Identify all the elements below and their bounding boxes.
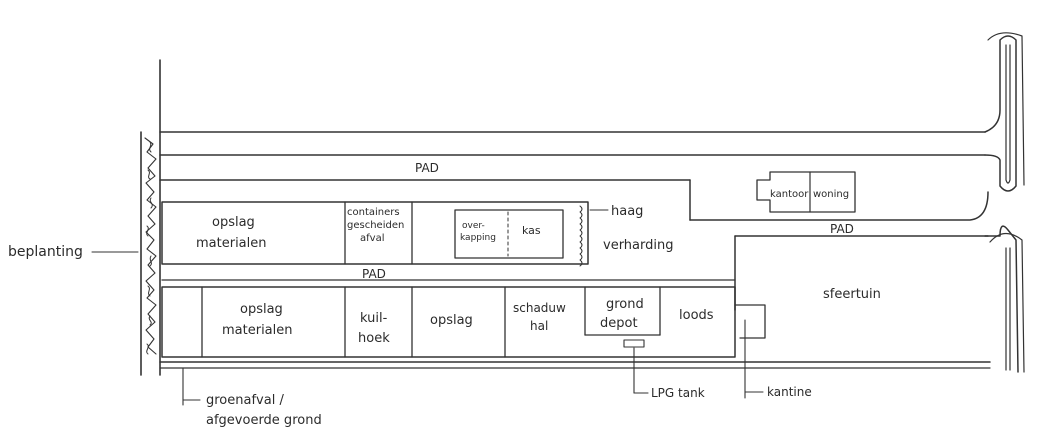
label-kuilhoek-2: hoek: [358, 331, 390, 346]
path-outlines: [159, 131, 991, 369]
label-groenafval-2: afgevoerde grond: [206, 413, 322, 428]
upper-block: [161, 201, 736, 281]
label-kantine: kantine: [767, 385, 812, 399]
planting-strip: [140, 59, 161, 376]
label-opslag-materialen-upper-1: opslag: [212, 215, 255, 230]
label-gronddepot-1: grond: [606, 297, 644, 312]
label-opslag-materialen-lower-2: materialen: [222, 323, 293, 338]
label-containers-2: gescheiden: [347, 220, 404, 231]
kantoor-woning-building: [756, 171, 856, 213]
label-overkapping-1: over-: [462, 221, 485, 231]
label-loods: loods: [679, 308, 714, 323]
label-pad-top: PAD: [415, 161, 439, 175]
label-gronddepot-2: depot: [600, 316, 638, 331]
label-overkapping-2: kapping: [460, 233, 496, 243]
label-groenafval-1: groenafval /: [206, 393, 284, 408]
label-opslag-materialen-lower-1: opslag: [240, 302, 283, 317]
label-sfeertuin: sfeertuin: [823, 287, 881, 302]
label-haag: haag: [611, 204, 643, 219]
labels: beplanting PAD PAD PAD opslag materialen…: [8, 161, 881, 428]
label-beplanting: beplanting: [8, 244, 83, 260]
label-kantoor: kantoor: [770, 189, 809, 200]
label-pad-middle: PAD: [362, 267, 386, 281]
label-verharding: verharding: [603, 238, 673, 253]
access-road: [984, 32, 1025, 373]
label-schaduwhal-1: schaduw: [513, 301, 566, 315]
label-containers-3: afval: [360, 233, 384, 244]
label-pad-right: PAD: [830, 222, 854, 236]
label-lpg-tank: LPG tank: [651, 386, 705, 400]
label-woning: woning: [813, 189, 849, 200]
label-kuilhoek-1: kuil-: [360, 311, 388, 326]
label-opslag-materialen-upper-2: materialen: [196, 236, 267, 251]
leader-lines: [91, 251, 764, 406]
label-opslag: opslag: [430, 313, 473, 328]
label-containers-1: containers: [347, 207, 400, 218]
lower-block: [161, 286, 766, 361]
label-kas: kas: [522, 224, 541, 237]
label-schaduwhal-2: hal: [530, 319, 548, 333]
